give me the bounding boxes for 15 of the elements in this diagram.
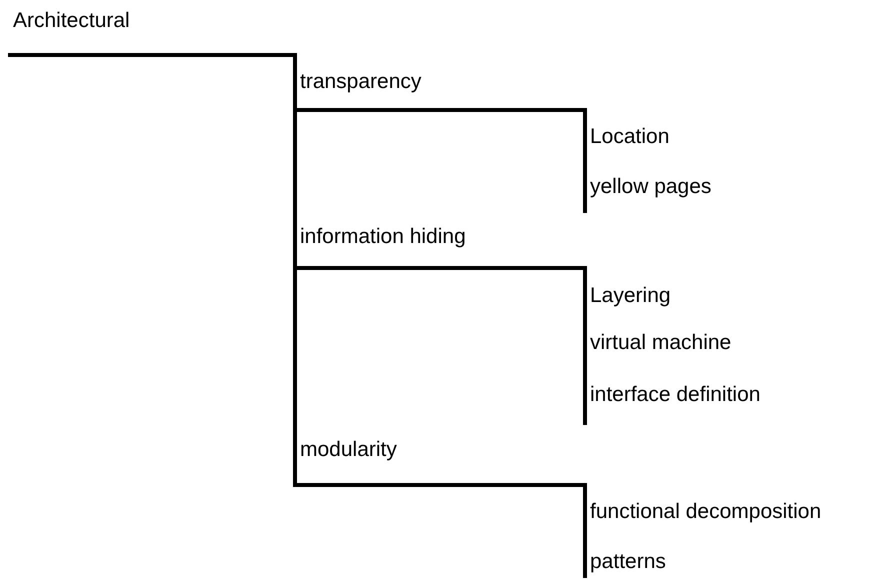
node-label: Layering [590, 283, 671, 309]
node-label: patterns [590, 549, 666, 575]
node-label: Architectural [13, 8, 130, 34]
tree-connector [293, 266, 587, 425]
node-label: modularity [300, 437, 397, 463]
node-label: functional decomposition [590, 499, 822, 525]
node-label: yellow pages [590, 174, 712, 200]
tree-connector [8, 53, 297, 485]
node-label: information hiding [300, 224, 466, 250]
node-label: interface definition [590, 382, 760, 408]
node-label: Location [590, 124, 670, 150]
node-label: virtual machine [590, 330, 732, 356]
tree-connector [293, 108, 587, 213]
node-label: transparency [300, 69, 422, 95]
tree-connector [293, 483, 587, 578]
